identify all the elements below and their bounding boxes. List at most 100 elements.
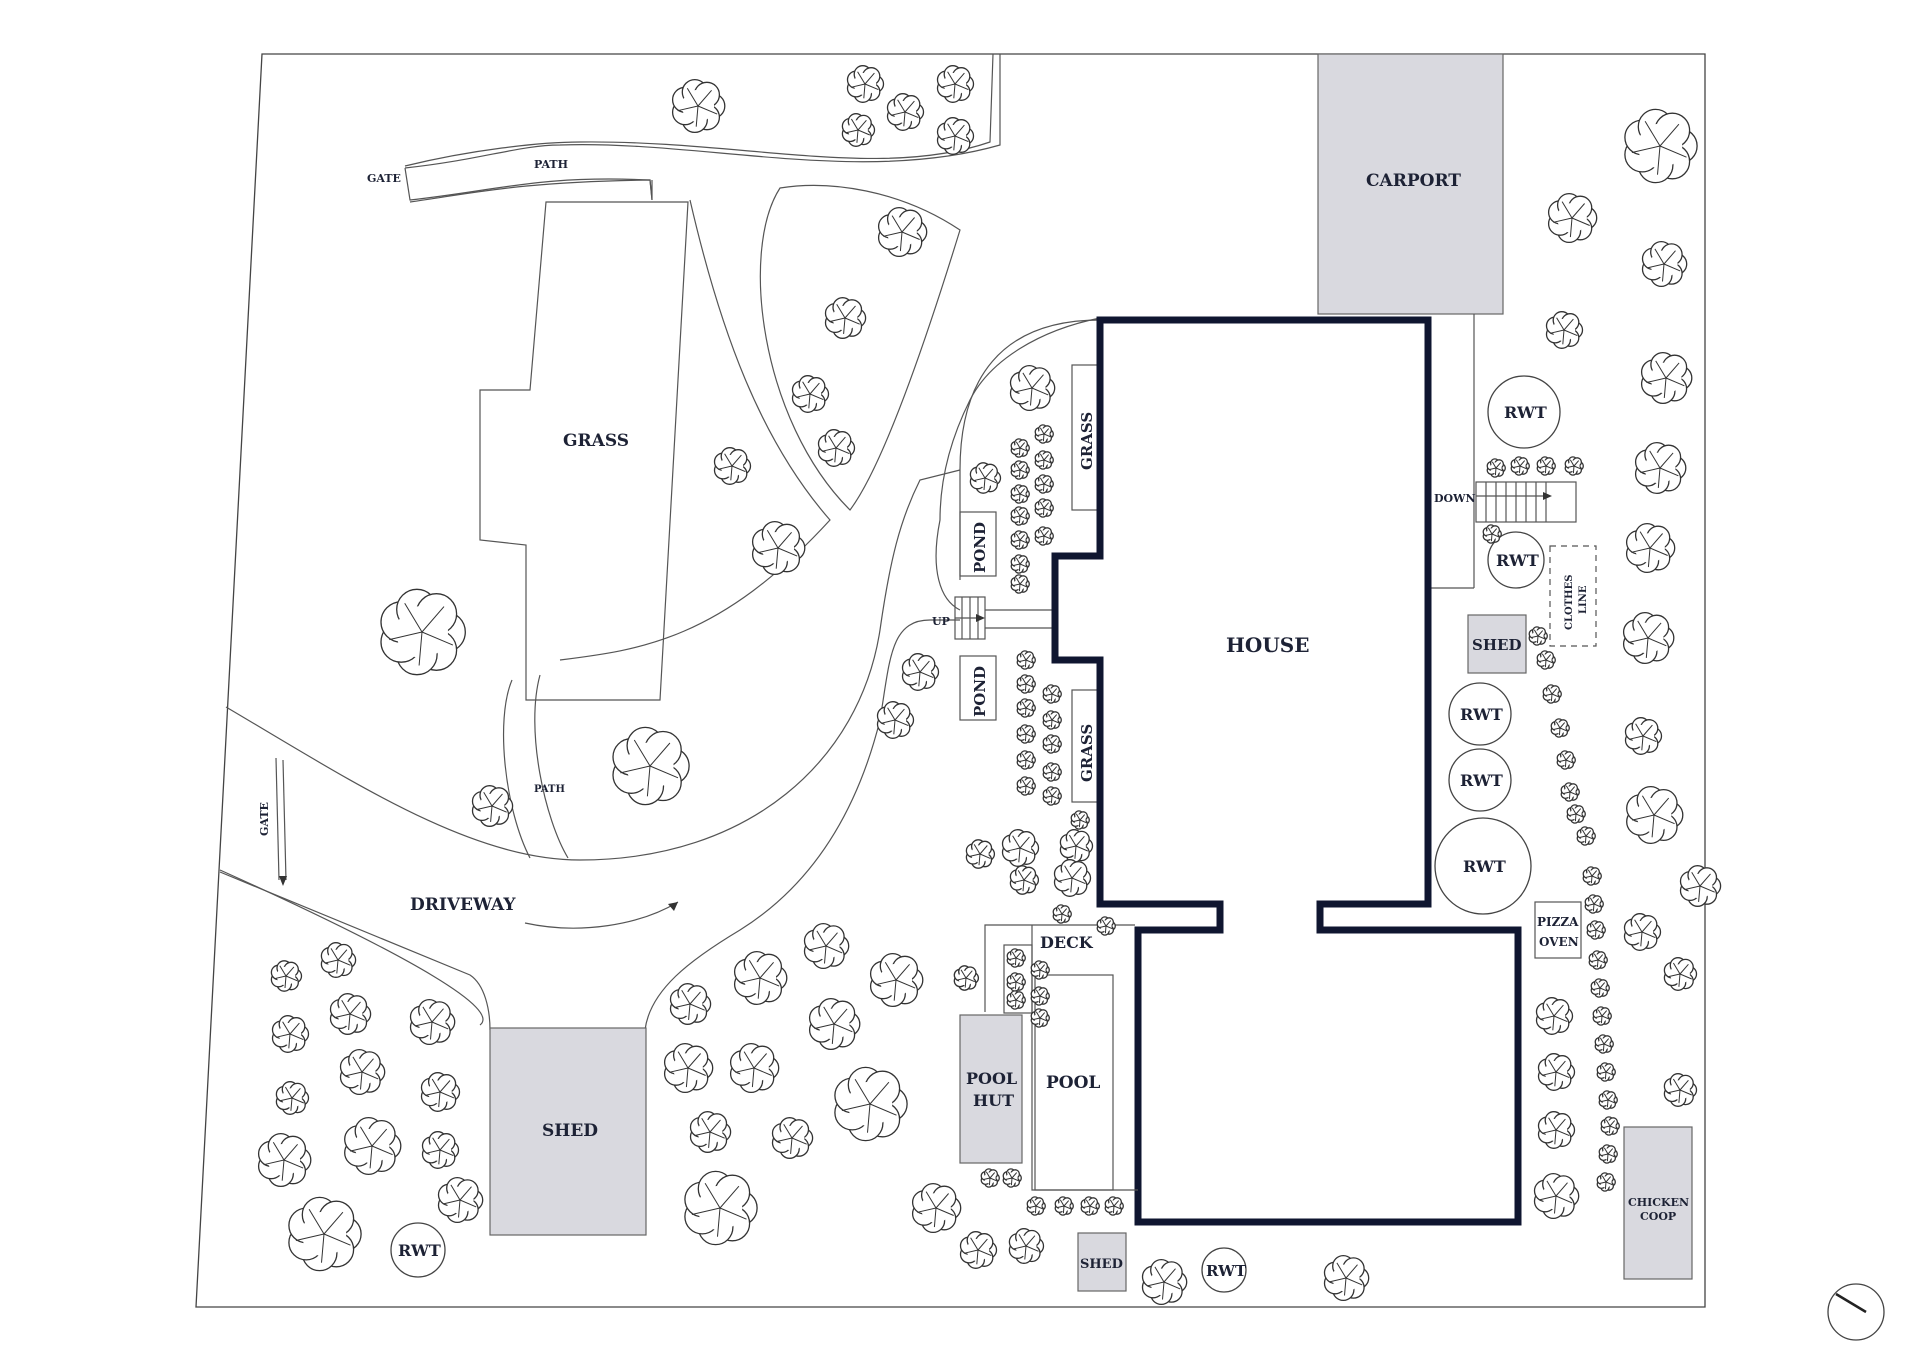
tree-icon [901,653,940,691]
tree-icon [1010,506,1030,526]
tree-icon [684,1170,758,1246]
tree-icon [1042,786,1062,806]
label-pool-hut-1: POOL [966,1069,1017,1088]
tree-icon [1536,456,1556,476]
tree-icon [876,701,915,739]
tree-icon [1566,804,1586,824]
tree-icon [1009,865,1040,895]
tree-icon [1030,960,1050,980]
tree-icon [1537,1053,1576,1091]
tree-icon [1001,829,1040,867]
rwt-tank-3 [1448,682,1512,746]
tree-icon [1008,1228,1045,1264]
tree-icon [1016,698,1036,718]
tree-icon [1592,1006,1612,1026]
tree-icon [1576,826,1596,846]
path-top-lower-edge [409,179,653,203]
tree-icon [1598,1144,1618,1164]
label-up: UP [932,615,950,628]
label-rwt-4: RWT [1460,771,1503,790]
tree-icon [1596,1172,1616,1192]
label-gate-side: GATE [258,802,271,836]
tree-icon [1009,364,1056,412]
tree-icon [877,206,928,258]
label-chicken-coop-1: CHICKEN [1628,1196,1689,1209]
tree-icon [1323,1254,1370,1302]
tree-icon [1590,978,1610,998]
lawn-inner-curve [559,199,831,661]
tree-icon [1016,674,1036,694]
tree-icon [1560,782,1580,802]
chicken-coop [1623,1126,1693,1280]
label-deck: DECK [1040,933,1094,952]
tree-icon [953,965,980,991]
tree-icon [1547,192,1598,244]
tree-icon [869,952,924,1008]
driveway-edge [219,871,491,1031]
tree-icon [846,65,885,103]
tree-icon [1034,424,1054,444]
tree-icon [1640,351,1693,405]
tree-icon [1096,916,1116,936]
tree-icon [1545,311,1584,349]
label-shed-east: SHED [1472,636,1521,654]
tree-icon [1588,950,1608,970]
path-top-upper-edge [404,53,994,167]
label-rwt-6: RWT [398,1241,441,1260]
label-rwt-5: RWT [1463,857,1506,876]
deck-bench [1003,944,1033,1014]
front-garden-boundary-2 [935,317,1101,611]
tree-icon [344,1116,402,1176]
tree-icon [1535,997,1574,1035]
tree-icon [911,1182,962,1234]
tree-icon [1034,474,1054,494]
label-clothes-line-1: CLOTHES [1564,575,1575,630]
tree-icon [1034,526,1054,546]
tree-icon [1584,894,1604,914]
label-pond-lower: POND [971,666,989,717]
tree-icon [817,429,856,467]
tree-icon [689,1111,732,1153]
pool [1034,974,1114,1191]
tree-icon [733,950,788,1006]
tree-icon [1624,717,1663,755]
tree-icon [1034,450,1054,470]
tree-icon [409,998,456,1046]
house-outline [1051,316,1522,1226]
tree-icon [803,922,850,970]
label-rwt-1: RWT [1504,403,1547,422]
tree-icon [808,997,861,1051]
tree-icon [1537,1111,1576,1149]
tree-icon [980,1168,1000,1188]
tree-icon [1594,1034,1614,1054]
tree-icon [1070,810,1090,830]
label-pizza-oven-2: OVEN [1539,935,1579,949]
tree-icon [936,117,975,155]
pond-upper [959,511,997,577]
tree-icon [1030,1008,1050,1028]
tree-icon [1626,785,1684,845]
tree-icon [1010,484,1030,504]
tree-icon [771,1117,814,1159]
tree-icon [671,78,726,134]
tree-icon [420,1072,461,1112]
rwt-tank-7 [1201,1247,1247,1293]
tree-icon [1582,866,1602,886]
tree-icon [1482,524,1502,544]
shed-big [489,1027,647,1236]
lawn-boundary [225,469,961,861]
north-arrow-icon [1827,1283,1885,1341]
tree-icon [288,1196,362,1272]
label-path-side: PATH [534,784,565,795]
pond-lower [959,655,997,721]
tree-icon [791,375,830,413]
tree-icon [421,1131,460,1169]
tree-icon [1510,456,1530,476]
tree-icon [1550,718,1570,738]
grass-main-area [479,201,689,701]
tree-icon [1010,530,1030,550]
label-pool-hut-2: HUT [973,1091,1014,1110]
tree-icon [669,983,712,1025]
deck-outline-2 [1031,925,1138,1191]
label-pond-upper: POND [971,522,989,573]
